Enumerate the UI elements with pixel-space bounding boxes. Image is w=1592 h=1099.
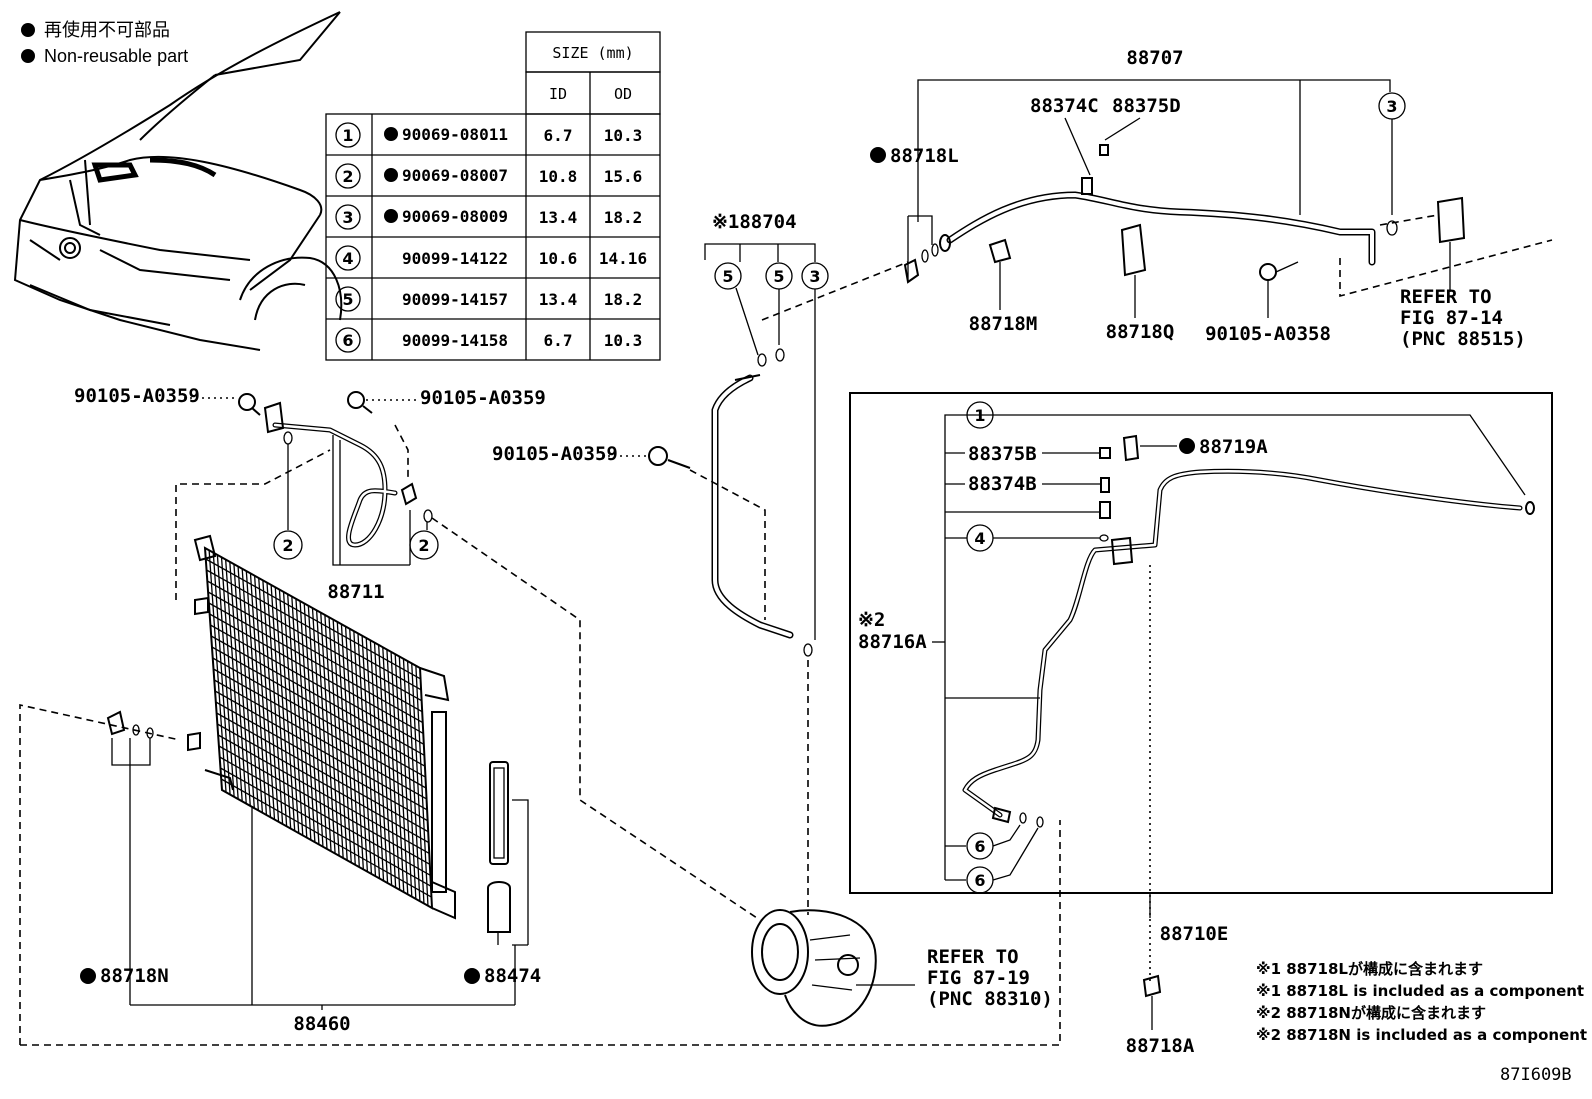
note-2-en: ※2 88718N is included as a component bbox=[1256, 1026, 1587, 1044]
label-88718m: 88718M bbox=[969, 313, 1038, 335]
label-88374c: 88374C bbox=[1030, 95, 1099, 117]
note-2-jp: ※2 88718Nが構成に含まれます bbox=[1256, 1004, 1486, 1022]
condenser-88460: 88460 88718N 88474 bbox=[19, 534, 1061, 1046]
label-88718q: 88718Q bbox=[1106, 321, 1175, 343]
row-id: 13.4 bbox=[539, 290, 578, 309]
figure-code: 87I609B bbox=[1500, 1065, 1572, 1085]
svg-text:2: 2 bbox=[418, 536, 429, 555]
row-id: 6.7 bbox=[544, 331, 573, 350]
row-id: 10.6 bbox=[539, 249, 578, 268]
legend-jp: 再使用不可部品 bbox=[44, 20, 170, 40]
row-od: 18.2 bbox=[604, 208, 643, 227]
label-88374b: 88374B bbox=[968, 473, 1037, 495]
label-90105-a0359-left: 90105-A0359 bbox=[74, 385, 200, 407]
label-88375d: 88375D bbox=[1112, 95, 1181, 117]
row-od: 10.3 bbox=[604, 126, 643, 145]
label-88707: 88707 bbox=[1126, 47, 1183, 69]
svg-text:3: 3 bbox=[1386, 97, 1397, 116]
label-88716a-mark: ※2 bbox=[858, 609, 885, 631]
row-ref: 6 bbox=[342, 331, 353, 350]
row-ref: 4 bbox=[342, 249, 353, 268]
row-part: 90099-14157 bbox=[402, 290, 508, 309]
row-od: 14.16 bbox=[599, 249, 647, 268]
label-88718n: 88718N bbox=[100, 965, 169, 987]
label-88718l: 88718L bbox=[890, 145, 959, 167]
legend: 再使用不可部品 Non-reusable part bbox=[21, 20, 188, 66]
hose-88711: 90105-A0359 90105-A0359 2 2 88711 bbox=[74, 385, 761, 921]
row-part: 90099-14122 bbox=[402, 249, 508, 268]
row-part: 90099-14158 bbox=[402, 331, 508, 350]
row-part: 90069-08011 bbox=[402, 125, 508, 144]
table-row: 1 90069-08011 6.7 10.3 bbox=[335, 122, 643, 148]
label-88711: 88711 bbox=[327, 581, 384, 603]
label-88718a: 88718A bbox=[1126, 1035, 1195, 1057]
row-id: 10.8 bbox=[539, 167, 578, 186]
ref-87-19-l1: REFER TO bbox=[927, 946, 1019, 968]
svg-text:5: 5 bbox=[773, 267, 784, 286]
svg-text:5: 5 bbox=[722, 267, 733, 286]
svg-text:2: 2 bbox=[282, 536, 293, 555]
bolt-90105-a0359-mid: 90105-A0359 bbox=[492, 443, 766, 620]
svg-text:1: 1 bbox=[974, 406, 985, 425]
row-part: 90069-08009 bbox=[402, 207, 508, 226]
label-90105-a0358: 90105-A0358 bbox=[1205, 323, 1331, 345]
table-row: 3 90069-08009 13.4 18.2 bbox=[335, 204, 643, 230]
svg-text:6: 6 bbox=[974, 837, 985, 856]
svg-text:6: 6 bbox=[974, 871, 985, 890]
table-row: 2 90069-08007 10.8 15.6 bbox=[335, 163, 643, 189]
label-88460: 88460 bbox=[293, 1013, 350, 1035]
svg-text:4: 4 bbox=[974, 529, 985, 548]
ref-87-14-l2: FIG 87-14 bbox=[1400, 307, 1503, 329]
label-88716a: 88716A bbox=[858, 631, 927, 653]
size-header: SIZE (mm) bbox=[552, 44, 633, 62]
label-88719a: 88719A bbox=[1199, 436, 1268, 458]
assembly-88710e: 1 88375B 88374B 4 88719A ※2 88716A 6 bbox=[849, 392, 1553, 1057]
label-88710e: 88710E bbox=[1160, 923, 1229, 945]
row-id: 6.7 bbox=[544, 126, 573, 145]
ref-87-14-l1: REFER TO bbox=[1400, 286, 1492, 308]
label-88474: 88474 bbox=[484, 965, 541, 987]
label-90105-a0359-right: 90105-A0359 bbox=[420, 387, 546, 409]
footnotes: ※1 88718Lが構成に含まれます ※1 88718L is included… bbox=[1256, 960, 1587, 1085]
label-90105-a0359-mid: 90105-A0359 bbox=[492, 443, 618, 465]
row-ref: 2 bbox=[342, 167, 353, 186]
label-88375b: 88375B bbox=[968, 443, 1037, 465]
table-row: 5 90099-14157 13.4 18.2 bbox=[335, 286, 643, 312]
row-id: 13.4 bbox=[539, 208, 578, 227]
vehicle-sketch bbox=[13, 11, 343, 351]
row-ref: 1 bbox=[342, 126, 353, 145]
ref-87-14-l3: (PNC 88515) bbox=[1400, 328, 1526, 350]
od-header: OD bbox=[614, 85, 632, 103]
label-88704: ※188704 bbox=[712, 211, 797, 233]
row-ref: 5 bbox=[342, 290, 353, 309]
note-1-en: ※1 88718L is included as a component bbox=[1256, 982, 1584, 1000]
table-row: 4 90099-14122 10.6 14.16 bbox=[335, 245, 647, 271]
svg-text:3: 3 bbox=[809, 267, 820, 286]
note-1-jp: ※1 88718Lが構成に含まれます bbox=[1256, 960, 1483, 978]
compressor: REFER TO FIG 87-19 (PNC 88310) bbox=[751, 660, 1053, 1027]
row-od: 18.2 bbox=[604, 290, 643, 309]
ref-87-19-l3: (PNC 88310) bbox=[927, 988, 1053, 1010]
size-table: SIZE (mm) ID OD 1 90069-08011 6.7 10.3 2… bbox=[325, 31, 661, 361]
row-ref: 3 bbox=[342, 208, 353, 227]
row-part: 90069-08007 bbox=[402, 166, 508, 185]
assembly-88707: 88707 3 88374C 88375D 88718L 88718M 8871… bbox=[761, 47, 1553, 350]
legend-en: Non-reusable part bbox=[44, 46, 188, 66]
row-od: 15.6 bbox=[604, 167, 643, 186]
table-row: 6 90099-14158 6.7 10.3 bbox=[335, 327, 643, 353]
hose-88704: ※188704 5 5 3 bbox=[704, 211, 829, 657]
id-header: ID bbox=[549, 85, 567, 103]
row-od: 10.3 bbox=[604, 331, 643, 350]
ref-87-19-l2: FIG 87-19 bbox=[927, 967, 1030, 989]
